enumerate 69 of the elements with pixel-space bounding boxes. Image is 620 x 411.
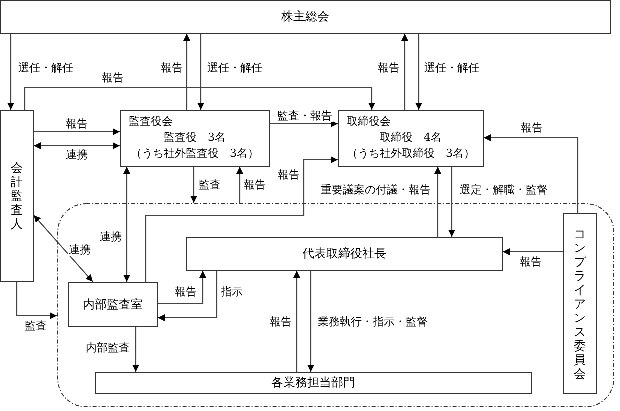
arrow: [294, 271, 300, 372]
edge-label: 報告: [277, 168, 301, 182]
arrow: [24, 87, 376, 110]
edge-label: 報告: [243, 178, 267, 192]
dashed-boundary: [57, 203, 615, 408]
arrow: [124, 167, 130, 282]
arrow: [158, 271, 206, 305]
edge-label: 内部監査: [85, 342, 131, 354]
edge-label: 指示: [220, 286, 244, 298]
box-label: 監査役 3名: [164, 130, 226, 145]
process-box: [120, 110, 270, 167]
process-box: [95, 372, 532, 394]
box-label: （うち社外監査役 3名）: [131, 146, 259, 161]
edge-label: 報告: [65, 118, 89, 130]
process-box: [68, 282, 158, 327]
edge-label: 選任・解任: [206, 62, 264, 74]
box-label: 内部監査室: [83, 296, 143, 313]
edge-label: 監査: [198, 178, 222, 192]
process-box: [0, 110, 34, 282]
edge-label: 報告: [377, 62, 401, 74]
arrow: [503, 248, 563, 256]
box-label: 取締役 4名: [380, 130, 442, 145]
box-label: 株主総会: [282, 8, 330, 26]
arrow: [34, 215, 94, 282]
box-label: 代表取締役社長: [302, 246, 386, 262]
arrow: [402, 34, 408, 110]
edge-label: 報告: [520, 122, 544, 134]
arrow: [198, 34, 204, 110]
process-box: [186, 237, 503, 271]
box-label: 会計監査人: [11, 161, 23, 231]
arrow: [158, 271, 218, 322]
box-label: コンプライアンス委員会: [574, 226, 586, 380]
process-box: [0, 0, 611, 34]
box-label: （うち社外取締役 3名）: [347, 146, 475, 161]
edge-label: 選定・解職・監督: [459, 184, 549, 196]
arrow: [416, 34, 422, 110]
arrow: [34, 128, 120, 136]
box-label: 各業務担当部門: [272, 374, 356, 392]
edge-label: 業務執行・指示・監督: [317, 316, 429, 328]
arrow: [145, 156, 338, 282]
arrow: [448, 167, 456, 237]
arrow: [190, 167, 198, 203]
arrow: [236, 167, 244, 203]
edge-label: 連携: [65, 148, 89, 162]
edge-label: 報告: [269, 316, 293, 328]
arrow: [308, 271, 314, 372]
edge-label: 報告: [160, 62, 184, 74]
arrow: [270, 120, 338, 128]
arrow: [132, 327, 140, 372]
arrow: [8, 34, 14, 110]
arrow: [34, 142, 120, 150]
arrow: [16, 282, 57, 320]
edge-label: 監査・報告: [276, 110, 334, 122]
box-heading: 監査役会: [129, 114, 173, 129]
arrow: [434, 167, 442, 237]
box-heading: 取締役会: [347, 114, 391, 129]
edge-label: 連携: [99, 230, 123, 244]
edge-label: 選任・解任: [18, 62, 74, 74]
edge-label: 重要議案の付議・報告: [320, 184, 432, 196]
edge-label: 報告: [519, 256, 543, 268]
edge-label: 報告: [101, 72, 125, 84]
edge-label: 監査: [24, 320, 48, 332]
arrow: [484, 134, 579, 213]
arrow: [184, 34, 190, 110]
edge-label: 報告: [174, 286, 198, 298]
process-box: [338, 110, 484, 167]
edge-label: 連携: [68, 244, 92, 256]
process-box: [563, 213, 597, 394]
edge-label: 選任・解任: [424, 62, 480, 74]
